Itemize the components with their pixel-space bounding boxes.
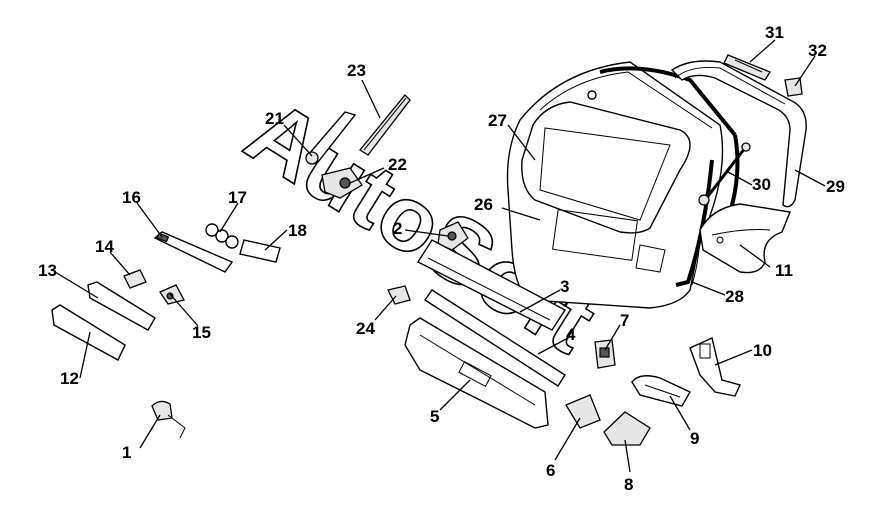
- part-10-bracket: [689, 337, 741, 397]
- part-4-moulding: [424, 289, 566, 387]
- part-6-lamp: [565, 394, 601, 429]
- callout-27: 27: [488, 111, 507, 130]
- part-17-bulbs: [205, 223, 239, 249]
- callout-5: 5: [430, 407, 439, 426]
- callout-11: 11: [775, 261, 793, 280]
- part-29-weatherstrip: [670, 60, 807, 208]
- leader-lines: [54, 39, 826, 473]
- part-5-inner-panel: [404, 317, 549, 429]
- callout-31: 31: [765, 23, 784, 42]
- part-1-socket: [151, 400, 186, 439]
- callout-30: 30: [752, 175, 771, 194]
- callout-3: 3: [560, 277, 569, 296]
- part-32: [784, 77, 803, 97]
- callout-12: 12: [60, 369, 79, 388]
- part-12-plate: [51, 304, 126, 361]
- callout-labels: 1 2 3 4 5 6 7 8 9 10 11 12 13 14 15 16 1…: [38, 23, 845, 494]
- callout-23: 23: [347, 61, 366, 80]
- part-15: [159, 284, 185, 305]
- part-8-lamp: [603, 411, 651, 446]
- callout-28: 28: [725, 287, 744, 306]
- part-11-side-panel: [699, 203, 791, 274]
- part-9-lamp: [631, 375, 691, 407]
- part-18-label: [239, 239, 281, 263]
- callout-18: 18: [288, 221, 307, 240]
- callout-14: 14: [95, 237, 114, 256]
- part-tailgate: [506, 61, 740, 309]
- callout-7: 7: [620, 311, 629, 330]
- callout-8: 8: [624, 475, 633, 494]
- part-31: [723, 54, 771, 81]
- callout-22: 22: [388, 155, 407, 174]
- callout-16: 16: [122, 188, 141, 207]
- callout-15: 15: [192, 323, 211, 342]
- callout-2: 2: [393, 219, 402, 238]
- callout-26: 26: [474, 195, 493, 214]
- callout-32: 32: [808, 41, 827, 60]
- callout-4: 4: [566, 325, 576, 344]
- callout-1: 1: [122, 443, 131, 462]
- callout-17: 17: [228, 188, 247, 207]
- part-13-plate: [87, 281, 156, 331]
- part-21-wiper-arm: [305, 111, 357, 165]
- part-2-lock: [437, 221, 469, 251]
- part-22-wiper-motor: [321, 167, 363, 199]
- callout-24: 24: [356, 319, 375, 338]
- callout-10: 10: [753, 341, 772, 360]
- part-7: [594, 339, 616, 369]
- part-30-strut: [698, 142, 751, 206]
- callout-9: 9: [690, 429, 699, 448]
- callout-29: 29: [826, 177, 845, 196]
- callout-6: 6: [546, 461, 555, 480]
- callout-21: 21: [265, 109, 284, 128]
- callout-13: 13: [38, 261, 57, 280]
- part-23-wiper-blade: [359, 94, 411, 156]
